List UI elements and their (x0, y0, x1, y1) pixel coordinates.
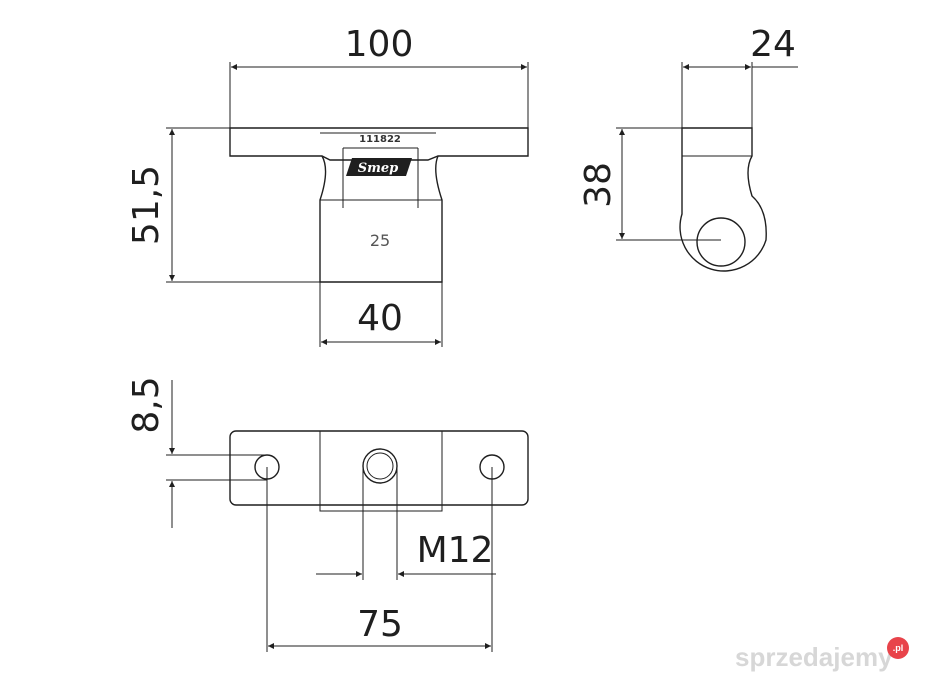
dim-hole-spacing-label: 75 (357, 604, 403, 645)
dim-side-width-label: 24 (750, 24, 796, 65)
stem-size-label: 25 (370, 231, 390, 250)
dim-width-total (229, 62, 529, 128)
part-number-label: 111822 (359, 134, 401, 145)
dim-width-total-label: 100 (345, 24, 414, 65)
front-view (229, 127, 529, 283)
dim-stem-width (319, 282, 443, 347)
side-view (679, 127, 767, 272)
dim-height-total-label: 51,5 (126, 165, 167, 245)
dim-thread (316, 466, 496, 580)
dim-hole-offset-label: 8,5 (126, 376, 167, 433)
dim-hole-spacing (266, 467, 493, 652)
dim-hole-offset (166, 380, 267, 528)
watermark: sprzedajemy .pl (735, 637, 909, 672)
dim-side-height-label: 38 (578, 162, 619, 208)
watermark-badge-icon (887, 637, 909, 659)
brand-logo: Smep (358, 161, 399, 176)
dim-side-height (616, 127, 721, 241)
dim-stem-width-label: 40 (357, 298, 403, 339)
dim-thread-label: M12 (417, 530, 494, 571)
top-view (229, 430, 529, 512)
watermark-text: sprzedajemy (735, 642, 893, 672)
watermark-badge: .pl (893, 643, 904, 653)
dim-side-width (681, 62, 798, 128)
dim-height-total (166, 127, 320, 283)
